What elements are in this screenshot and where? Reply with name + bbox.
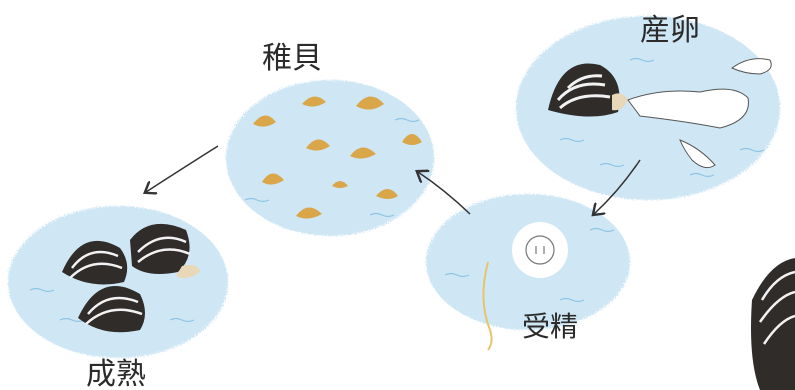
juvenile-shell-icon xyxy=(332,181,348,188)
spawn-cloud-drop-icon xyxy=(679,139,716,169)
sperm-tail-icon xyxy=(482,261,493,351)
juvenile-shell-icon xyxy=(302,96,326,107)
stage-label-spawning: 産卵 xyxy=(640,13,700,48)
fertilization-pond xyxy=(426,194,630,351)
fertilized-egg-icon xyxy=(512,222,568,278)
juvenile-shells xyxy=(253,96,422,219)
juvenile-shell-icon xyxy=(306,139,330,151)
stage-label-mature: 成熟 xyxy=(86,357,146,390)
spawn-cloud-icon xyxy=(627,88,749,129)
spawning-clam-icon xyxy=(548,63,628,117)
juvenile-shell-icon xyxy=(253,115,276,127)
mature-clam-icon xyxy=(78,286,145,333)
mature-pond xyxy=(8,206,228,358)
juvenile-shell-icon xyxy=(296,207,322,219)
juvenile-shell-icon xyxy=(376,189,398,199)
edge-clam-icon xyxy=(751,258,795,390)
spawn-cloud-small-icon xyxy=(731,58,772,75)
mature-clam-icon xyxy=(130,223,200,279)
arrow-fertilization-to-juvenile xyxy=(418,172,471,215)
juvenile-shell-icon xyxy=(402,134,422,145)
stage-label-fertilization: 受精 xyxy=(522,310,578,343)
juvenile-shell-icon xyxy=(262,173,284,185)
juvenile-shell-icon xyxy=(356,96,384,110)
spawning-pond xyxy=(516,16,780,200)
juvenile-pond xyxy=(226,80,434,236)
mature-clam-icon xyxy=(62,240,128,285)
arrow-juvenile-to-mature xyxy=(146,145,219,192)
arrow-spawning-to-fertilization xyxy=(594,159,641,214)
juvenile-shell-icon xyxy=(350,147,376,159)
stage-label-juvenile: 稚貝 xyxy=(262,41,322,76)
